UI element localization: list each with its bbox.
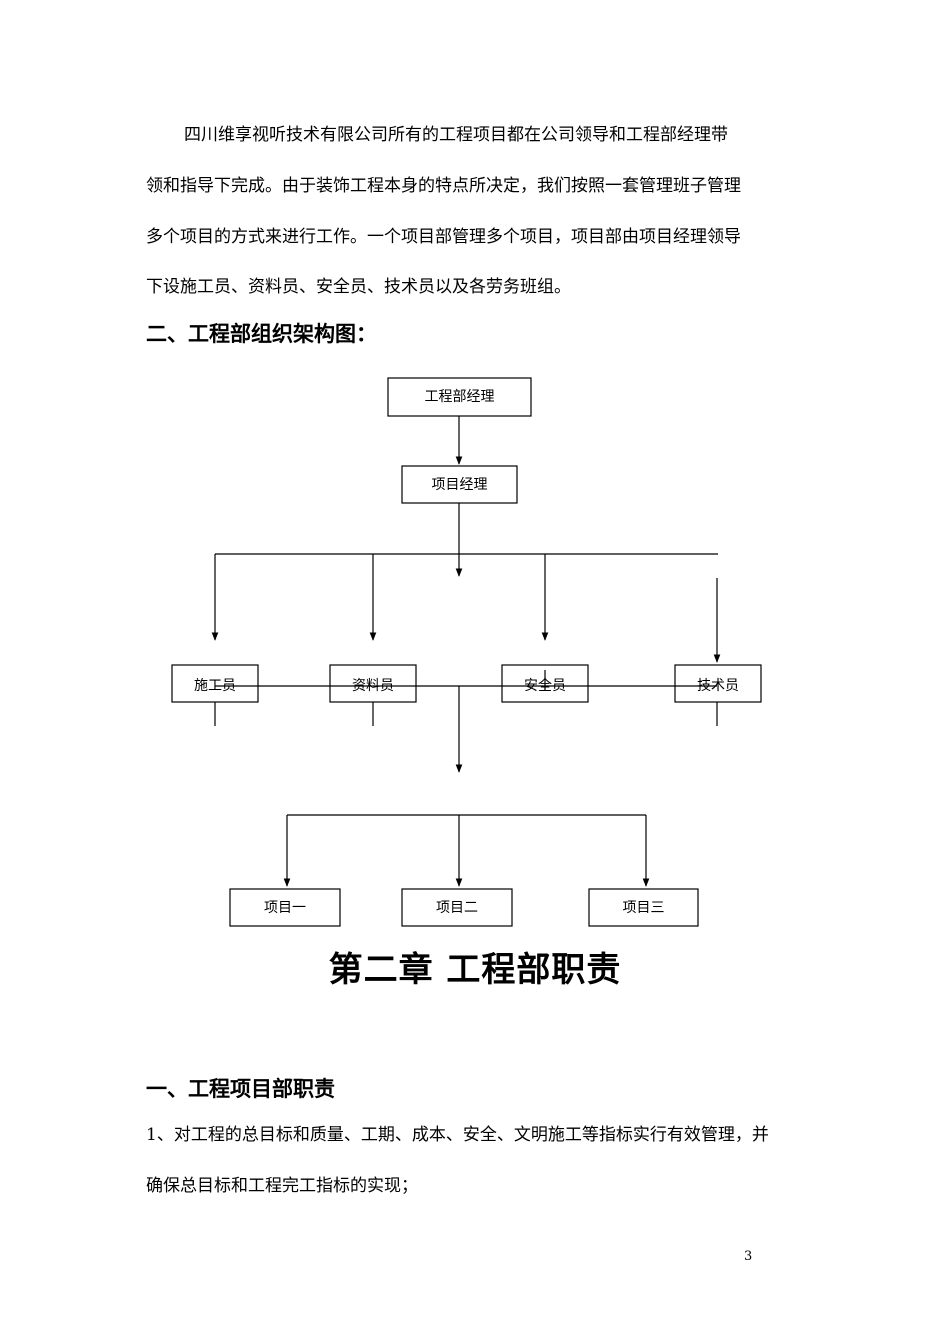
duty-item-1-line-1: 1、对工程的总目标和质量、工期、成本、安全、文明施工等指标实行有效管理，并 — [146, 1125, 769, 1145]
project-box-1 — [229, 888, 341, 927]
staff-label-4: 技术员 — [697, 678, 739, 694]
intro-line-1: 四川维享视听技术有限公司所有的工程项目都在公司领导和工程部经理带 — [184, 125, 728, 145]
intro-line-2: 领和指导下完成。由于装饰工程本身的特点所决定，我们按照一套管理班子管理 — [146, 176, 741, 196]
duty-item-1-line-2: 确保总目标和工程完工指标的实现； — [146, 1176, 418, 1196]
project-label-1: 项目一 — [264, 900, 306, 916]
chapter-title: 第二章 工程部职责 — [328, 950, 622, 990]
project-manager-box — [401, 465, 518, 504]
staff-label-1: 施工员 — [194, 678, 236, 694]
top-manager-label: 工程部经理 — [425, 389, 495, 405]
project-label-2: 项目二 — [436, 900, 478, 916]
staff-box-2 — [329, 664, 417, 703]
org-section-heading: 二、工程部组织架构图： — [146, 322, 377, 346]
intro-line-3: 多个项目的方式来进行工作。一个项目部管理多个项目，项目部由项目经理领导 — [146, 227, 741, 247]
staff-label-2: 资料员 — [352, 678, 394, 694]
staff-box-1 — [171, 664, 259, 703]
intro-line-4: 下设施工员、资料员、安全员、技术员以及各劳务班组。 — [146, 277, 571, 297]
org-chart-diagram: 工程部经理 项目经理 施工员 资料员 安全员 技术员 项目一 项目二 项目三 — [171, 377, 762, 927]
project-box-3 — [588, 888, 699, 927]
top-manager-box — [387, 377, 532, 417]
project-box-2 — [401, 888, 513, 927]
staff-label-3: 安全员 — [524, 677, 566, 694]
staff-box-4 — [674, 664, 762, 703]
duties-section-heading: 一、工程项目部职责 — [146, 1077, 335, 1101]
project-manager-label: 项目经理 — [432, 477, 488, 493]
page-number: 3 — [744, 1249, 753, 1264]
project-label-3: 项目三 — [623, 900, 665, 916]
